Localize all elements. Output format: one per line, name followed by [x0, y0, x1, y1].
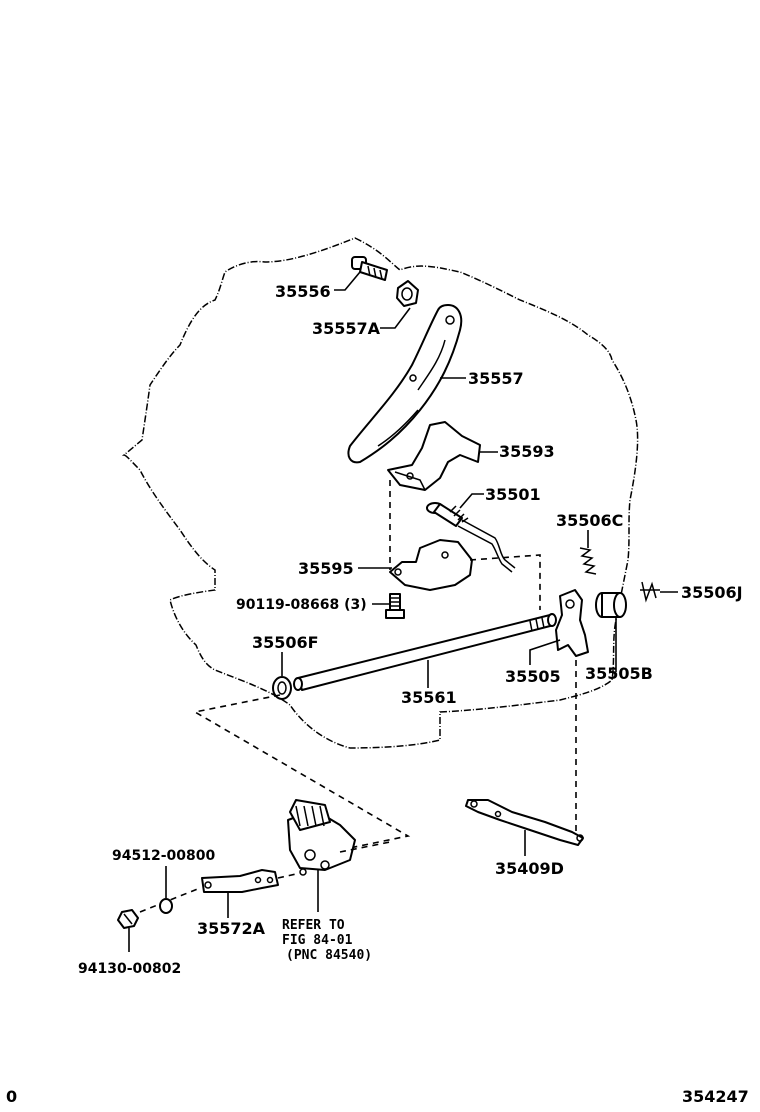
part-35501-rod	[426, 502, 516, 573]
part-35506J-clip	[640, 581, 660, 603]
label-35506J: 35506J	[681, 583, 743, 602]
label-35557: 35557	[468, 369, 524, 388]
part-35506F-seal	[272, 676, 292, 700]
label-35595: 35595	[298, 559, 354, 578]
part-94130-00802-nut	[117, 909, 139, 929]
label-94130-00802: 94130-00802	[78, 961, 181, 977]
label-35572A: 35572A	[197, 919, 266, 938]
part-35557A-bushing	[396, 280, 419, 307]
label-35409D: 35409D	[495, 859, 564, 878]
part-84540-shift-bracket	[287, 799, 356, 876]
part-35595-bracket	[389, 539, 473, 591]
label-35557A: 35557A	[312, 319, 381, 338]
part-35505-shift-head	[555, 589, 589, 657]
part-90119-08668-bolt	[385, 593, 405, 619]
transmission-case-outline	[121, 237, 639, 749]
label-35561: 35561	[401, 688, 457, 707]
label-35593: 35593	[499, 442, 555, 461]
figure-number: 354247	[682, 1087, 749, 1106]
part-94512-00800-washer	[159, 898, 173, 914]
part-35409D-lever	[465, 799, 584, 846]
label-35505: 35505	[505, 667, 561, 686]
label-35506C: 35506C	[556, 511, 623, 530]
label-94512-00800: 94512-00800	[112, 848, 215, 864]
label-35506F: 35506F	[252, 633, 319, 652]
label-90119-08668: 90119-08668 (3)	[236, 597, 367, 613]
label-35556: 35556	[275, 282, 331, 301]
part-35593-bracket	[387, 421, 481, 491]
part-35557-lever	[347, 304, 463, 464]
part-35561-shaft	[293, 613, 557, 691]
corner-mark: 0	[6, 1087, 17, 1106]
reference-note-line2: FIG 84-01	[282, 933, 353, 948]
part-35506C-spring	[579, 547, 597, 575]
label-35505B: 35505B	[585, 664, 653, 683]
part-35556-bolt	[351, 256, 388, 281]
reference-note-line3: (PNC 84540)	[286, 948, 372, 963]
part-35572A-link	[201, 869, 279, 893]
part-35505B-sleeve	[595, 592, 627, 618]
reference-note-line1: REFER TO	[282, 918, 345, 933]
label-35501: 35501	[485, 485, 541, 504]
